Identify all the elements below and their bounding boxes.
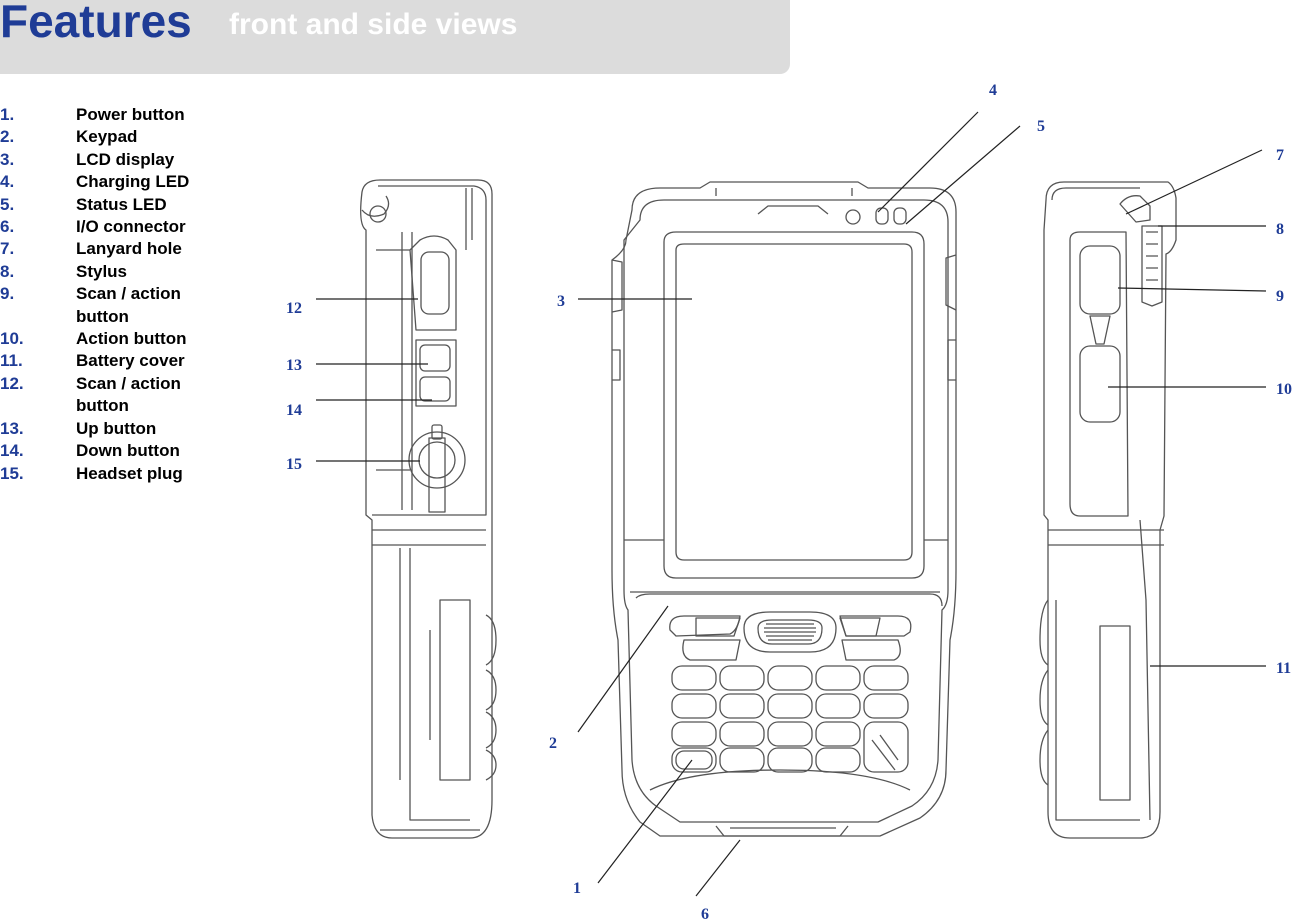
legend-label: Status LED — [76, 194, 167, 214]
legend-number: 11. — [0, 351, 23, 371]
legend-item: 6. I/O connector — [0, 216, 220, 238]
callout-10: 10 — [1276, 381, 1292, 398]
legend-item: 1. Power button — [0, 104, 220, 126]
page-subtitle: front and side views — [229, 8, 518, 41]
callout-leaders — [316, 111, 1267, 897]
left-side-view — [360, 179, 497, 839]
callout-7: 7 — [1276, 147, 1284, 164]
legend-number: 2. — [0, 127, 15, 147]
legend-label: Scan / action button — [76, 373, 181, 416]
legend-label: Headset plug — [76, 463, 183, 483]
header-bar: Features front and side views — [0, 0, 790, 74]
legend-number: 4. — [0, 172, 15, 192]
legend-item: 4. Charging LED — [0, 171, 220, 193]
front-view — [611, 181, 957, 837]
legend-label: Keypad — [76, 127, 138, 147]
callout-2: 2 — [549, 735, 557, 752]
legend-label: Charging LED — [76, 172, 190, 192]
right-side-view — [1039, 181, 1177, 839]
legend-item: 9. Scan / action button — [0, 283, 200, 328]
callout-14: 14 — [286, 402, 302, 419]
legend-label: LCD display — [76, 149, 175, 169]
legend-label: Stylus — [76, 261, 128, 281]
legend-item: 8. Stylus — [0, 261, 220, 283]
legend-item: 5. Status LED — [0, 194, 220, 216]
legend-item: 12. Scan / action button — [0, 373, 200, 418]
legend-number: 12. — [0, 373, 24, 393]
page-title: Features — [0, 0, 192, 47]
legend-label: Power button — [76, 105, 185, 124]
legend-label: Scan / action button — [76, 284, 181, 326]
callout-15: 15 — [286, 456, 302, 473]
legend-label: Battery cover — [76, 351, 185, 371]
legend-number: 10. — [0, 329, 24, 349]
legend-item: 7. Lanyard hole — [0, 238, 220, 260]
legend-label: Action button — [76, 329, 187, 349]
callout-6: 6 — [701, 906, 709, 921]
legend-label: Up button — [76, 418, 157, 438]
legend-number: 3. — [0, 149, 15, 169]
callout-9: 9 — [1276, 288, 1284, 305]
legend-label: Down button — [76, 441, 180, 461]
legend-label: Lanyard hole — [76, 239, 182, 259]
legend-number: 15. — [0, 463, 24, 483]
callout-11: 11 — [1276, 660, 1291, 677]
legend-item: 13. Up button — [0, 418, 220, 440]
legend-number: 5. — [0, 194, 15, 214]
legend-item: 14. Down button — [0, 440, 220, 462]
legend-number: 1. — [0, 105, 15, 124]
legend-item: 15. Headset plug — [0, 463, 220, 485]
callout-8: 8 — [1276, 221, 1284, 238]
callout-numbers: 1 2 3 4 5 6 7 8 9 10 11 12 13 14 15 — [286, 82, 1292, 921]
legend-item: 10. Action button — [0, 328, 220, 350]
legend-label: I/O connector — [76, 217, 186, 237]
callout-3: 3 — [557, 293, 565, 310]
legend-item: 3. LCD display — [0, 149, 220, 171]
legend-number: 13. — [0, 418, 24, 438]
legend-number: 9. — [0, 284, 15, 304]
callout-4: 4 — [989, 82, 997, 99]
callout-13: 13 — [286, 357, 302, 374]
callout-1: 1 — [573, 880, 581, 897]
legend-number: 8. — [0, 261, 15, 281]
legend-number: 6. — [0, 217, 15, 237]
legend-item: 11. Battery cover — [0, 350, 220, 372]
legend-item: 2. Keypad — [0, 126, 220, 148]
legend-number: 14. — [0, 441, 24, 461]
feature-legend: 1. Power button 2. Keypad 3. LCD display 4.… — [0, 104, 220, 485]
callout-12: 12 — [286, 300, 302, 317]
callout-5: 5 — [1037, 118, 1045, 135]
legend-number: 7. — [0, 239, 15, 259]
